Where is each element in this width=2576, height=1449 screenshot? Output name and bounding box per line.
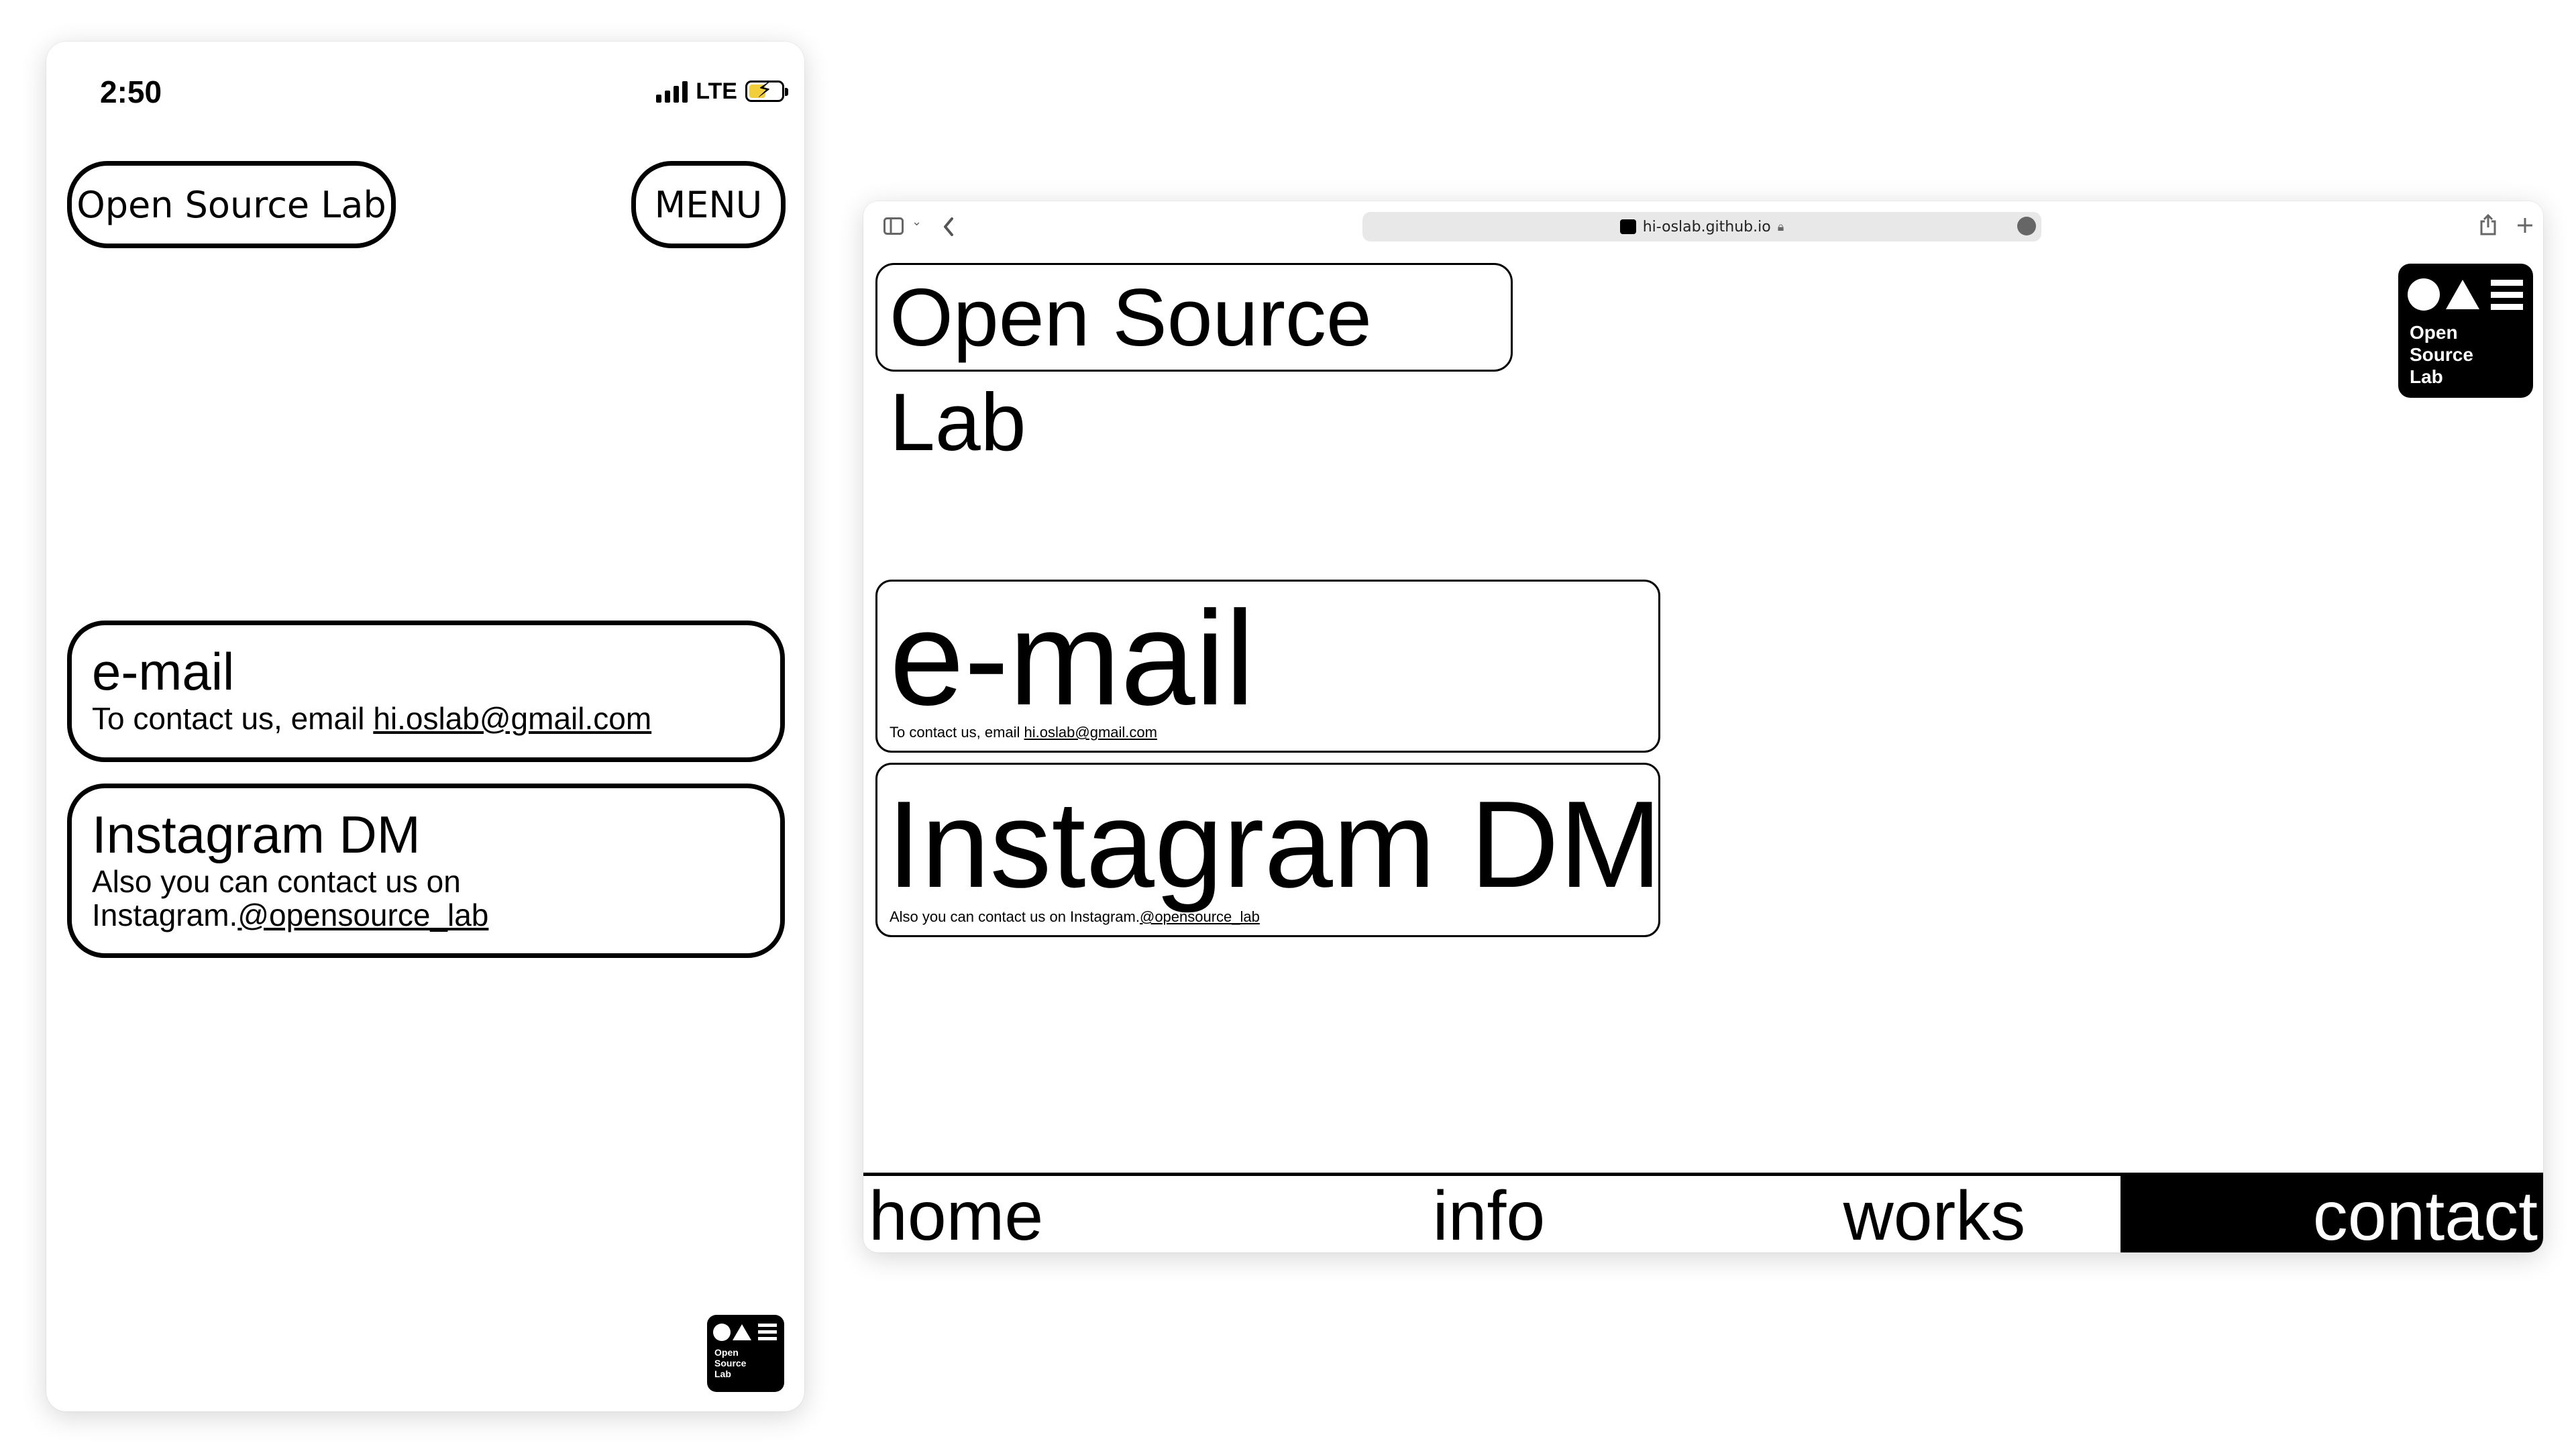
browser-toolbar: ⌄ hi-oslab.github.io 🔒︎ bbox=[863, 201, 2543, 252]
status-time: 2:50 bbox=[100, 74, 162, 109]
reader-icon[interactable] bbox=[2017, 217, 2036, 235]
email-card: e-mail To contact us, email hi.oslab@gma… bbox=[875, 580, 1660, 753]
instagram-link[interactable]: @opensource_lab bbox=[237, 898, 489, 932]
nav-info[interactable]: info bbox=[1432, 1177, 1546, 1252]
nav-works[interactable]: works bbox=[1843, 1177, 2026, 1252]
mobile-view: 2:50 LTE ⚡ Open Source Lab MENU e-mail T… bbox=[46, 42, 804, 1411]
favicon-icon bbox=[1619, 219, 1636, 234]
instagram-description: Also you can contact us on Instagram.@op… bbox=[890, 908, 1260, 925]
nav-contact[interactable]: contact bbox=[2121, 1176, 2543, 1252]
email-heading: e-mail bbox=[92, 642, 235, 701]
address-bar[interactable]: hi-oslab.github.io 🔒︎ bbox=[1362, 212, 2041, 241]
logo-shapes-icon bbox=[713, 1324, 777, 1341]
site-title-button[interactable]: Open Source Lab bbox=[67, 161, 396, 248]
email-description: To contact us, email hi.oslab@gmail.com bbox=[92, 701, 652, 736]
network-label: LTE bbox=[696, 78, 737, 104]
instagram-description: Also you can contact us on Instagram.@op… bbox=[92, 864, 489, 932]
menu-button[interactable]: MENU bbox=[631, 161, 786, 248]
email-card: e-mail To contact us, email hi.oslab@gma… bbox=[67, 621, 785, 762]
share-icon[interactable] bbox=[2479, 213, 2498, 236]
sidebar-toggle-icon[interactable] bbox=[883, 217, 904, 235]
bottom-nav: home info works contact bbox=[863, 1173, 2543, 1252]
email-heading: e-mail bbox=[890, 584, 1255, 733]
signal-icon bbox=[656, 80, 688, 103]
chevron-down-icon[interactable]: ⌄ bbox=[912, 215, 922, 229]
site-title-button[interactable]: Open Source Lab bbox=[875, 263, 1513, 468]
instagram-heading: Instagram DM bbox=[92, 805, 421, 864]
nav-home[interactable]: home bbox=[869, 1177, 1044, 1252]
back-chevron-icon[interactable] bbox=[943, 217, 955, 237]
battery-charging-icon: ⚡ bbox=[745, 78, 788, 102]
status-bar-right: LTE ⚡ bbox=[656, 76, 788, 106]
email-description: To contact us, email hi.oslab@gmail.com bbox=[890, 724, 1157, 741]
logo-shapes-icon bbox=[2408, 278, 2523, 311]
instagram-link[interactable]: @opensource_lab bbox=[1139, 908, 1260, 925]
plus-icon[interactable] bbox=[2516, 217, 2534, 234]
email-link[interactable]: hi.oslab@gmail.com bbox=[1024, 724, 1157, 741]
instagram-card: Instagram DM Also you can contact us on … bbox=[875, 763, 1662, 937]
desktop-browser-window: ⌄ hi-oslab.github.io 🔒︎ Open Source Lab bbox=[863, 201, 2543, 1252]
lock-icon: 🔒︎ bbox=[1777, 219, 1784, 234]
url-text: hi-oslab.github.io bbox=[1642, 218, 1771, 235]
instagram-card: Instagram DM Also you can contact us on … bbox=[67, 784, 785, 958]
email-link[interactable]: hi.oslab@gmail.com bbox=[373, 701, 652, 736]
instagram-heading: Instagram DM bbox=[887, 775, 1662, 913]
